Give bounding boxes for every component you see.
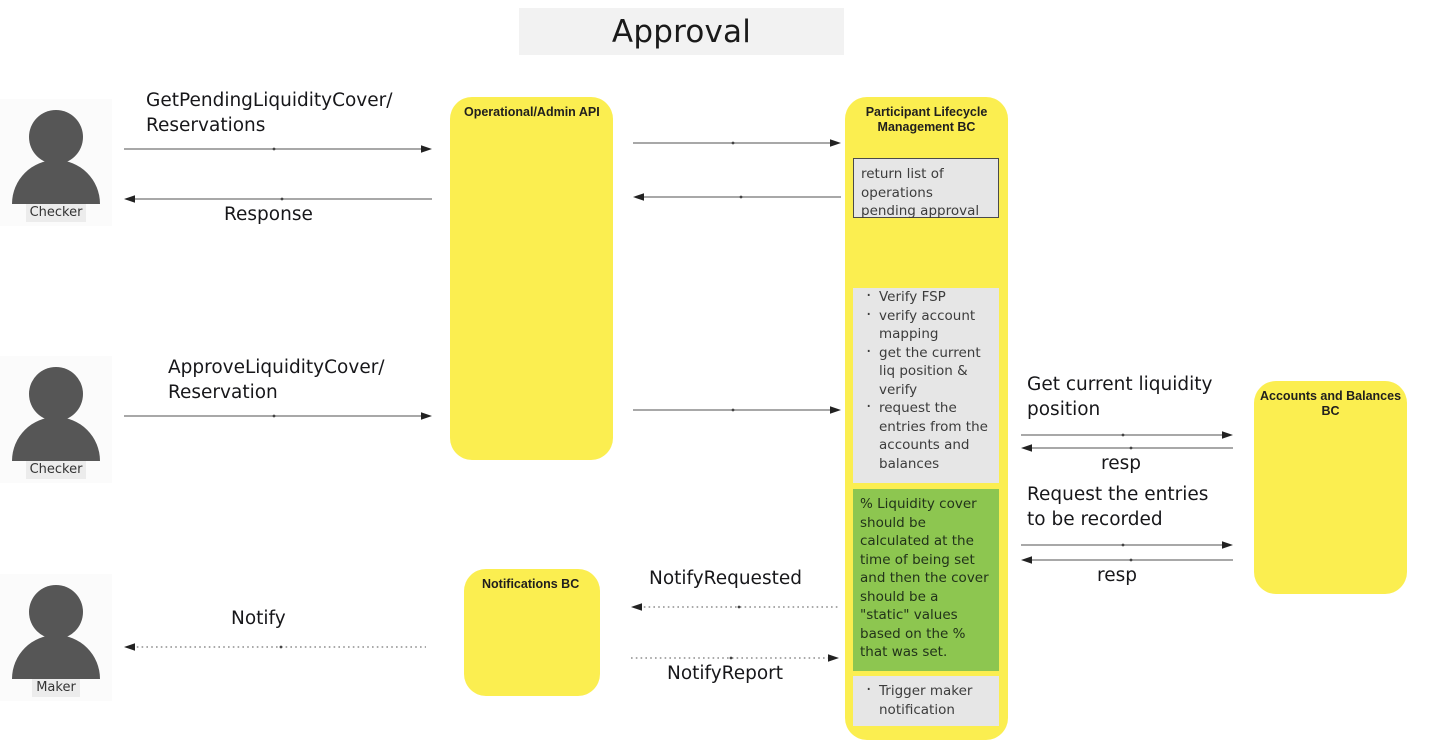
- message-label: GetPendingLiquidityCover/ Reservations: [146, 90, 393, 136]
- message-resp-entries[interactable]: resp: [1021, 553, 1233, 591]
- arrow-left-icon: [1021, 444, 1233, 452]
- lifeline-accounts-and-balances-bc[interactable]: Accounts and Balances BC: [1254, 381, 1407, 594]
- message-label: Get current liquidity position: [1027, 374, 1213, 420]
- list-item: Trigger maker notification: [866, 681, 993, 719]
- person-icon: [0, 356, 112, 461]
- arrow-right-icon: [124, 412, 432, 420]
- lifeline-title: Accounts and Balances BC: [1260, 389, 1402, 418]
- message-label: NotifyReport: [667, 663, 784, 684]
- lifeline-title: Notifications BC: [482, 577, 580, 591]
- message-label: Request the entries to be recorded: [1027, 484, 1209, 530]
- lifeline-title: Participant Lifecycle Management BC: [865, 105, 988, 134]
- message-get-pending-liquidity-cover[interactable]: GetPendingLiquidityCover/ Reservations: [124, 88, 432, 153]
- message-notify-report[interactable]: NotifyReport: [631, 651, 839, 699]
- arrow-left-icon: [124, 195, 432, 203]
- message-plm-to-api-response[interactable]: [633, 190, 841, 204]
- note-text: return list of operations pending approv…: [861, 166, 980, 219]
- trigger-maker-list: Trigger maker notification: [853, 676, 999, 719]
- message-resp-liquidity[interactable]: resp: [1021, 441, 1233, 479]
- message-label: NotifyRequested: [649, 568, 802, 589]
- list-item: request the entries from the accounts an…: [866, 398, 993, 473]
- arrow-right-icon: [1021, 541, 1233, 549]
- note-verify-steps: Verify FSP verify account mapping get th…: [853, 287, 999, 483]
- note-text: % Liquidity cover should be calculated a…: [860, 496, 989, 660]
- note-liquidity-cover: % Liquidity cover should be calculated a…: [853, 489, 999, 671]
- diagram-title-banner: Approval: [519, 8, 844, 55]
- arrow-left-dotted-icon: [124, 643, 426, 651]
- message-notify[interactable]: Notify: [124, 606, 426, 654]
- arrow-left-icon: [1021, 556, 1233, 564]
- verify-steps-list: Verify FSP verify account mapping get th…: [853, 287, 999, 473]
- note-trigger-maker: Trigger maker notification: [853, 676, 999, 726]
- message-label: Notify: [231, 608, 286, 629]
- arrow-right-icon: [124, 145, 432, 153]
- person-icon: [0, 99, 112, 204]
- message-api-to-plm-request[interactable]: [633, 136, 841, 150]
- person-icon: [0, 574, 112, 679]
- actor-label: Checker: [25, 204, 87, 222]
- message-api-to-plm-approve[interactable]: [633, 403, 841, 417]
- actor-maker-bottom: Maker: [0, 574, 112, 701]
- actor-checker-top: Checker: [0, 99, 112, 226]
- message-label: ApproveLiquidityCover/ Reservation: [168, 357, 385, 403]
- message-request-entries-recorded[interactable]: Request the entries to be recorded: [1021, 482, 1233, 552]
- actor-label: Checker: [25, 461, 87, 479]
- arrow-left-icon: [633, 193, 841, 201]
- list-item: get the current liq position & verify: [866, 343, 993, 400]
- arrow-right-dotted-icon: [631, 654, 839, 662]
- lifeline-operational-admin-api[interactable]: Operational/Admin API: [450, 97, 613, 460]
- lifeline-notifications-bc[interactable]: Notifications BC: [464, 569, 600, 696]
- message-label: resp: [1101, 453, 1141, 474]
- message-notify-requested[interactable]: NotifyRequested: [631, 566, 839, 614]
- lifeline-title: Operational/Admin API: [464, 105, 600, 119]
- arrow-right-icon: [633, 139, 841, 147]
- list-item: verify account mapping: [866, 306, 993, 344]
- list-item: Verify FSP: [866, 287, 993, 307]
- actor-checker-middle: Checker: [0, 356, 112, 483]
- message-response[interactable]: Response: [124, 192, 432, 234]
- arrow-left-dotted-icon: [631, 603, 839, 611]
- arrow-right-icon: [633, 406, 841, 414]
- page-title: Approval: [611, 13, 752, 50]
- note-return-list: return list of operations pending approv…: [853, 158, 999, 219]
- message-label: Response: [224, 204, 313, 225]
- arrow-right-icon: [1021, 431, 1233, 439]
- message-approve-liquidity-cover[interactable]: ApproveLiquidityCover/ Reservation: [124, 355, 432, 420]
- message-label: resp: [1097, 565, 1137, 586]
- message-get-current-liquidity-position[interactable]: Get current liquidity position: [1021, 372, 1233, 442]
- actor-label: Maker: [32, 679, 80, 697]
